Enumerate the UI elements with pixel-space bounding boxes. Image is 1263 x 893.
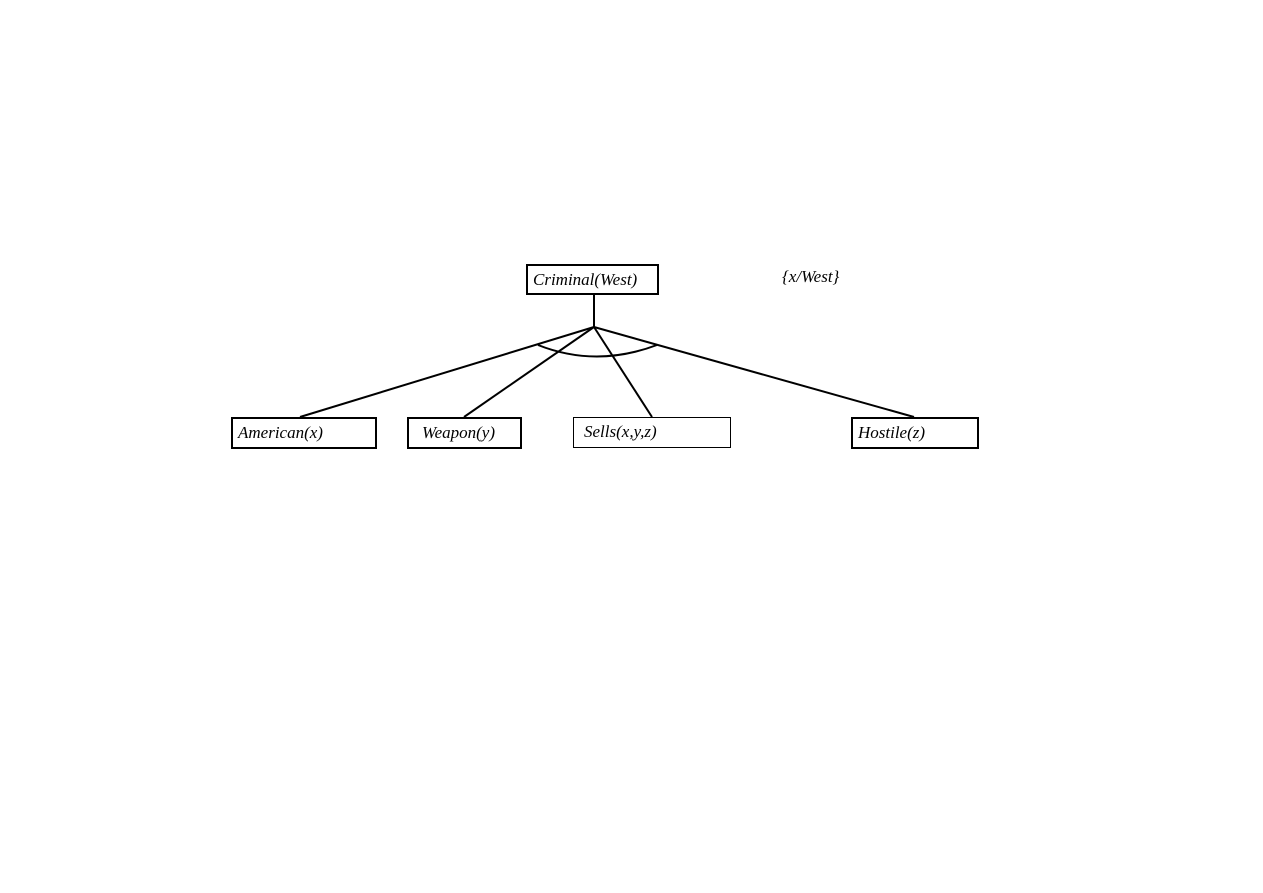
edge-sells bbox=[593, 326, 653, 418]
edge-american bbox=[299, 326, 595, 418]
substitution-label: {x/West} bbox=[782, 267, 840, 286]
child-node-weapon: Weapon(y) bbox=[407, 417, 522, 449]
child-node-hostile: Hostile(z) bbox=[851, 417, 979, 449]
and-arc bbox=[537, 344, 658, 358]
edge-hostile bbox=[593, 326, 915, 418]
child-node-sells: Sells(x,y,z) bbox=[573, 417, 731, 448]
child-node-label: Hostile(z) bbox=[858, 423, 926, 442]
child-node-label: Sells(x,y,z) bbox=[584, 422, 657, 441]
child-node-american: American(x) bbox=[231, 417, 377, 449]
root-node-label: Criminal(West) bbox=[533, 270, 638, 289]
root-node-criminal-west: Criminal(West) bbox=[526, 264, 659, 295]
child-node-label: American(x) bbox=[238, 423, 323, 442]
child-node-label: Weapon(y) bbox=[422, 423, 496, 442]
edge-weapon bbox=[463, 326, 595, 418]
